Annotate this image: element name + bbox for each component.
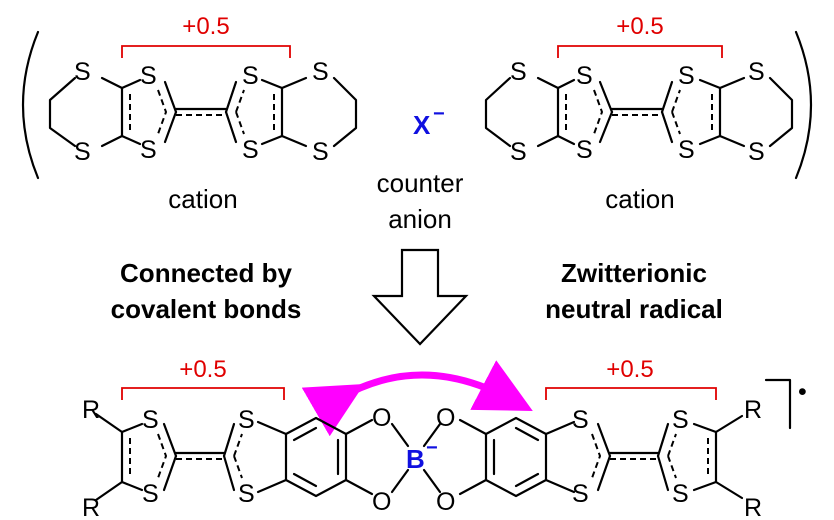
sulfur-atom: S xyxy=(572,406,589,434)
ttf-unit-right: S S S S R R xyxy=(544,396,762,520)
oxygen-atom: O xyxy=(372,488,391,516)
r-substituent: R xyxy=(82,396,100,424)
charge-label-top-right: +0.5 xyxy=(616,13,663,40)
borate-core: O O O O B − xyxy=(372,404,455,516)
charge-bracket-left xyxy=(121,45,291,58)
zwitterionic-label-line1: Zwitterionic xyxy=(561,258,707,288)
cation-label-left: cation xyxy=(168,184,237,214)
zwitterionic-label-line2: neutral radical xyxy=(545,294,723,324)
connected-label-line1: Connected by xyxy=(120,258,292,288)
radical-bracket xyxy=(764,378,792,430)
charge-bracket-bottom-right xyxy=(545,387,717,400)
ttf-unit-left: R R S S S S xyxy=(82,396,288,520)
sulfur-atom: S xyxy=(312,138,329,166)
sulfur-atom: S xyxy=(672,480,689,508)
sulfur-atom: S xyxy=(672,406,689,434)
charge-label-bottom-left: +0.5 xyxy=(179,356,226,383)
r-substituent: R xyxy=(82,494,100,520)
charge-bracket-right xyxy=(557,45,723,58)
right-parenthesis xyxy=(794,30,813,180)
connected-label-line2: covalent bonds xyxy=(111,294,302,324)
sulfur-atom: S xyxy=(678,62,695,90)
sulfur-atom: S xyxy=(238,480,255,508)
oxygen-atom: O xyxy=(436,488,455,516)
sulfur-atom: S xyxy=(140,136,157,164)
counter-anion: X − xyxy=(413,103,445,140)
counter-anion-label-line2: anion xyxy=(388,204,452,234)
anion-symbol: X xyxy=(413,110,431,140)
benzene-ring-right xyxy=(458,416,548,498)
counter-anion-label-line1: counter xyxy=(377,168,464,198)
charge-label-top-left: +0.5 xyxy=(182,13,229,40)
oxygen-atom: O xyxy=(436,404,455,432)
sulfur-atom: S xyxy=(142,480,159,508)
oxygen-atom: O xyxy=(372,404,391,432)
boron-charge: − xyxy=(426,437,438,459)
sulfur-atom: S xyxy=(748,58,765,86)
sulfur-atom: S xyxy=(312,58,329,86)
r-substituent: R xyxy=(744,494,762,520)
down-arrow-icon xyxy=(371,248,469,346)
sulfur-atom: S xyxy=(242,136,259,164)
charge-bracket-bottom-left xyxy=(121,387,285,400)
sulfur-atom: S xyxy=(140,62,157,90)
cation-molecule-right: S S S S S S S S xyxy=(484,58,794,166)
anion-charge: − xyxy=(433,103,445,125)
sulfur-atom: S xyxy=(238,406,255,434)
sulfur-atom: S xyxy=(748,138,765,166)
cation-molecule-left: S S S S S S S S xyxy=(48,58,358,166)
sulfur-atom: S xyxy=(74,138,91,166)
benzene-ring-left xyxy=(284,416,374,498)
left-parenthesis xyxy=(21,30,40,180)
sulfur-atom: S xyxy=(678,136,695,164)
sulfur-atom: S xyxy=(576,136,593,164)
sulfur-atom: S xyxy=(572,480,589,508)
sulfur-atom: S xyxy=(510,138,527,166)
sulfur-atom: S xyxy=(74,58,91,86)
cation-label-right: cation xyxy=(605,184,674,214)
sulfur-atom: S xyxy=(242,62,259,90)
boron-atom: B xyxy=(406,444,425,474)
sulfur-atom: S xyxy=(510,58,527,86)
sulfur-atom: S xyxy=(142,406,159,434)
charge-label-bottom-right: +0.5 xyxy=(606,356,653,383)
resonance-arrow-icon xyxy=(301,360,533,437)
sulfur-atom: S xyxy=(576,62,593,90)
radical-dot-icon: • xyxy=(798,378,807,406)
r-substituent: R xyxy=(744,396,762,424)
